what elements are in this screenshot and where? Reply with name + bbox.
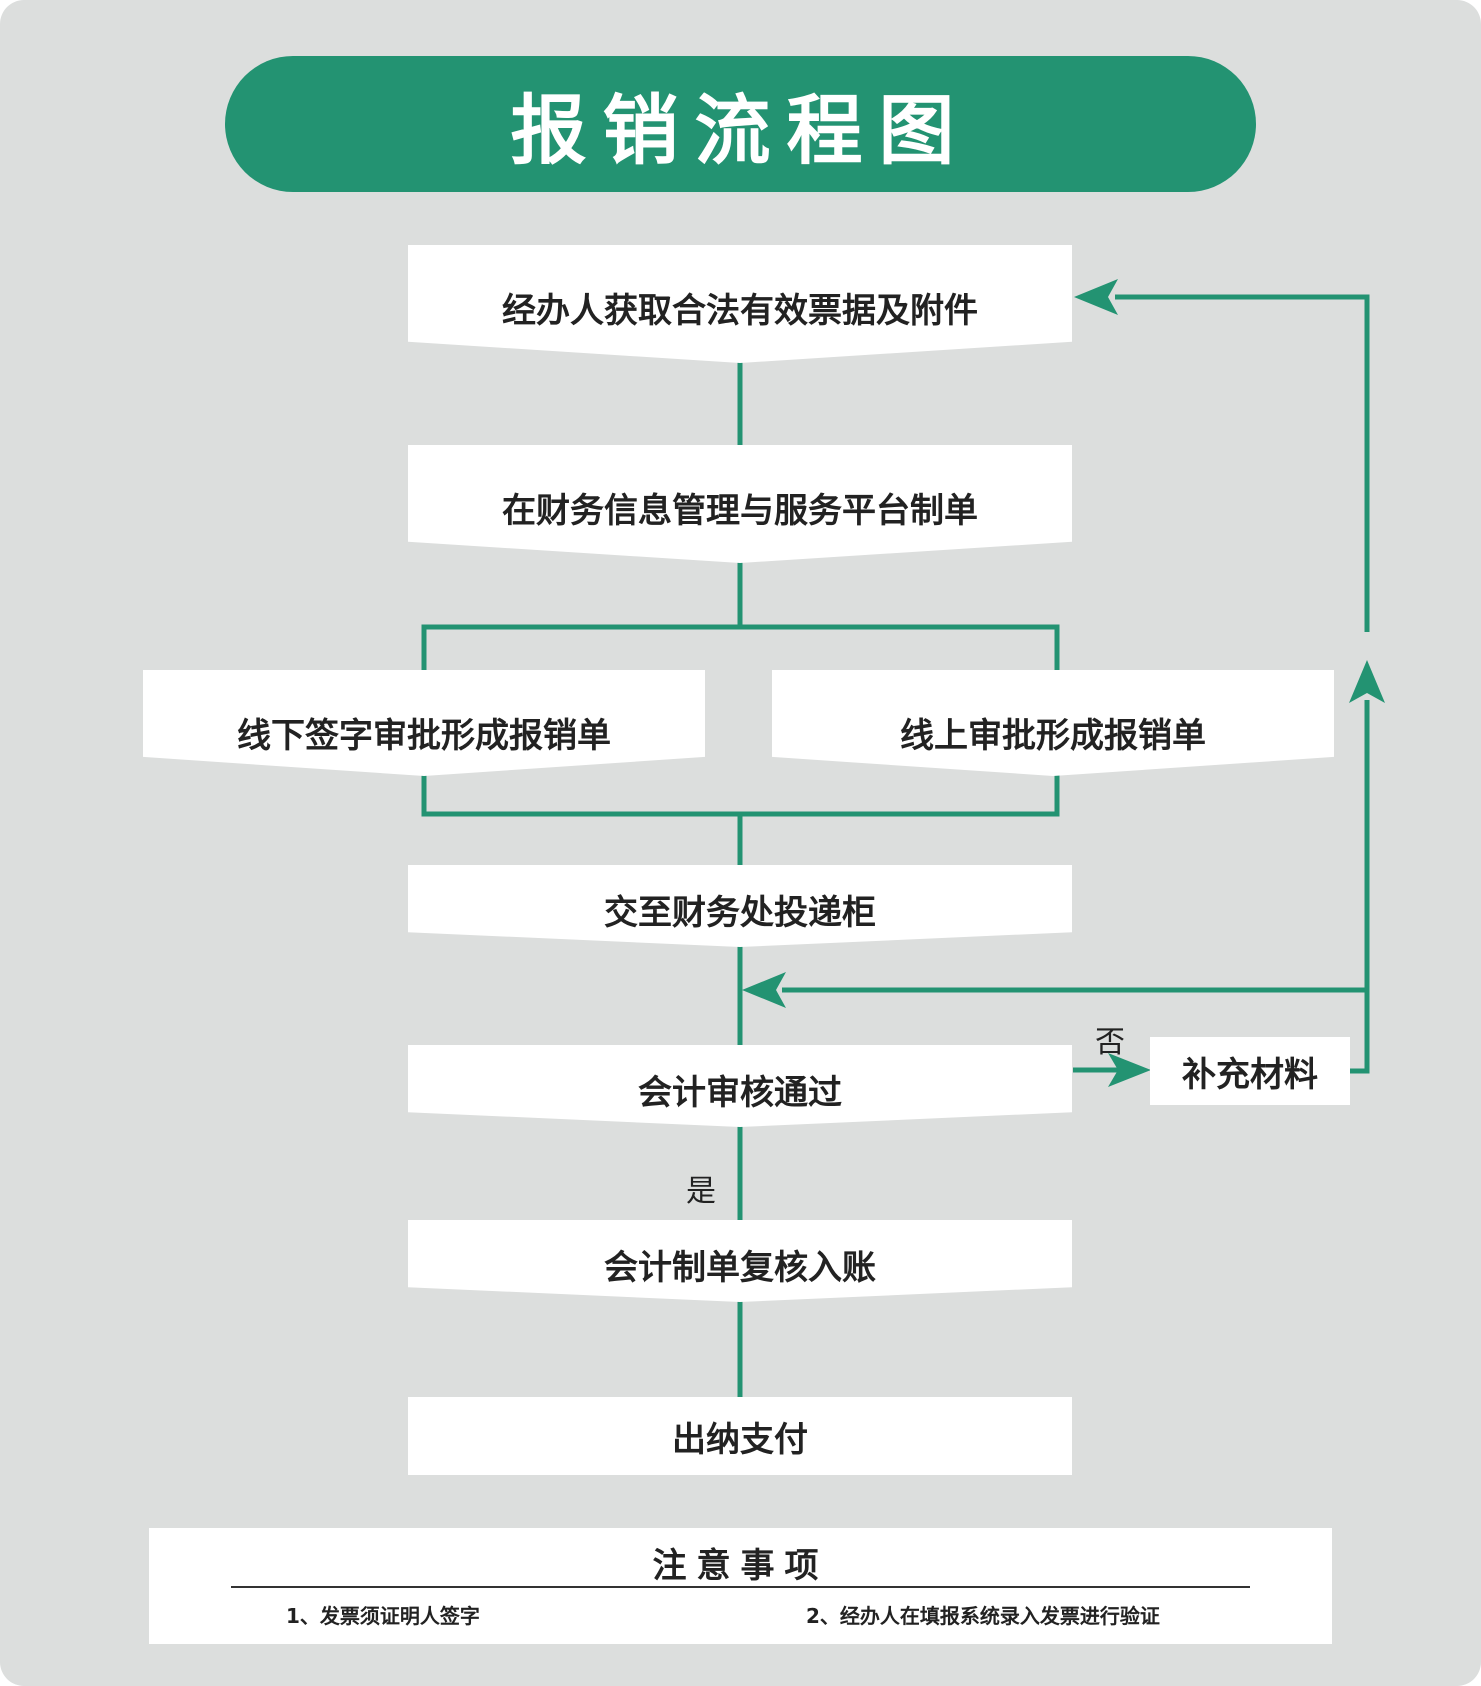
connector-split xyxy=(421,624,1060,670)
step-obtain-invoices[interactable]: 经办人获取合法有效票据及附件 xyxy=(408,245,1072,363)
page-title: 报销流程图 xyxy=(510,86,971,175)
step-offline-approval[interactable]: 线下签字审批形成报销单 xyxy=(143,670,705,776)
step-submit-box[interactable]: 交至财务处投递柜 xyxy=(408,865,1072,947)
note-item-2: 2、经办人在填报系统录入发票进行验证 xyxy=(806,1604,1160,1628)
step-label: 会计制单复核入账 xyxy=(604,1248,876,1288)
branch-label-no: 否 xyxy=(1095,1025,1125,1060)
arrowhead-to-supplement xyxy=(1108,1053,1151,1087)
connector-merge xyxy=(421,772,1060,817)
arrowhead-to-step1 xyxy=(1074,279,1118,315)
step-accountant-review[interactable]: 会计审核通过 xyxy=(408,1045,1072,1127)
step-label: 在财务信息管理与服务平台制单 xyxy=(502,491,978,531)
arrowhead-to-review-line xyxy=(742,972,786,1008)
notes-panel: 注意事项 1、发票须证明人签字 2、经办人在填报系统录入发票进行验证 xyxy=(149,1528,1332,1644)
step-recheck-post[interactable]: 会计制单复核入账 xyxy=(408,1220,1072,1302)
step-label: 会计审核通过 xyxy=(638,1073,842,1113)
note-item-1: 1、发票须证明人签字 xyxy=(286,1604,480,1628)
step-label: 线上审批形成报销单 xyxy=(900,716,1206,756)
arrowhead-up xyxy=(1349,660,1385,703)
notes-divider xyxy=(231,1586,1250,1588)
step-cashier-pay[interactable]: 出纳支付 xyxy=(408,1397,1072,1475)
notes-title: 注意事项 xyxy=(652,1546,829,1586)
step-label: 经办人获取合法有效票据及附件 xyxy=(502,291,978,331)
step-supplement[interactable]: 补充材料 xyxy=(1150,1037,1350,1105)
branch-label-yes: 是 xyxy=(686,1174,716,1209)
step-create-form[interactable]: 在财务信息管理与服务平台制单 xyxy=(408,445,1072,563)
step-online-approval[interactable]: 线上审批形成报销单 xyxy=(772,670,1334,776)
step-label: 线下签字审批形成报销单 xyxy=(237,716,611,756)
step-label: 出纳支付 xyxy=(672,1419,808,1460)
step-label: 补充材料 xyxy=(1182,1054,1318,1095)
title-banner: 报销流程图 xyxy=(225,56,1256,192)
connector-supplement-return xyxy=(782,987,1370,1074)
step-label: 交至财务处投递柜 xyxy=(604,893,876,933)
connector-return-top xyxy=(1115,294,1370,632)
